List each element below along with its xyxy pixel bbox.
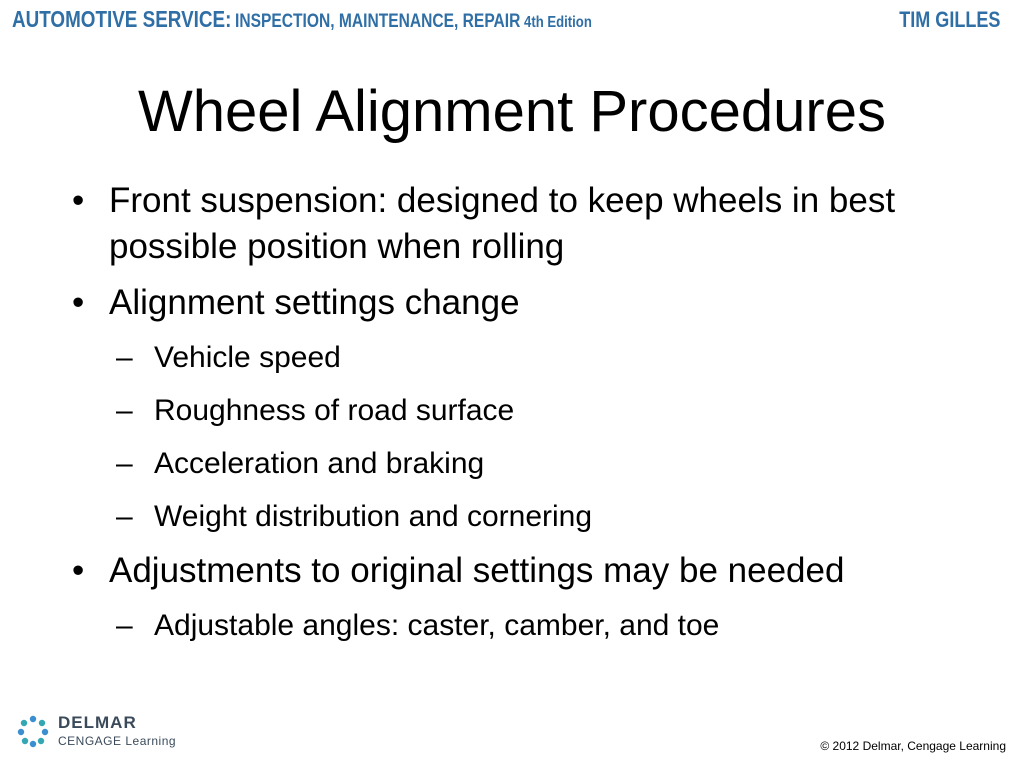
logo-subtitle: CENGAGE Learning bbox=[58, 734, 177, 748]
series-title: AUTOMOTIVE SERVICE: INSPECTION, MAINTENA… bbox=[12, 6, 592, 33]
series-edition: 4th Edition bbox=[524, 14, 592, 31]
copyright-notice: © 2012 Delmar, Cengage Learning bbox=[820, 739, 1006, 753]
sub-bullet-item: – Acceleration and braking bbox=[72, 442, 992, 486]
bullet-item: • Adjustments to original settings may b… bbox=[72, 548, 992, 594]
series-main-title: AUTOMOTIVE SERVICE: bbox=[12, 6, 232, 32]
slide-title: Wheel Alignment Procedures bbox=[138, 79, 886, 144]
bullet-text: Alignment settings change bbox=[109, 283, 520, 322]
sub-bullet-text: Roughness of road surface bbox=[154, 394, 515, 427]
dash-marker: – bbox=[116, 500, 133, 533]
bullet-marker: • bbox=[72, 181, 85, 220]
sub-bullet-text: Acceleration and braking bbox=[154, 447, 485, 480]
sub-bullet-item: – Vehicle speed bbox=[72, 336, 992, 380]
bullet-item: • Alignment settings change bbox=[72, 280, 992, 326]
sub-bullet-text: Weight distribution and cornering bbox=[154, 500, 593, 533]
logo-wordmark: DELMAR bbox=[58, 713, 137, 732]
sub-bullet-text: Adjustable angles: caster, camber, and t… bbox=[154, 609, 720, 642]
header-bar: AUTOMOTIVE SERVICE: INSPECTION, MAINTENA… bbox=[0, 0, 1024, 40]
dash-marker: – bbox=[116, 394, 133, 427]
sub-bullet-item: – Weight distribution and cornering bbox=[72, 495, 992, 539]
sub-bullet-item: – Adjustable angles: caster, camber, and… bbox=[72, 604, 992, 648]
delmar-cengage-logo: DELMAR CENGAGE Learning bbox=[16, 712, 191, 754]
bullet-item: • Front suspension: designed to keep whe… bbox=[72, 178, 992, 270]
series-subtitle: INSPECTION, MAINTENANCE, REPAIR bbox=[235, 11, 521, 32]
bullet-text: Front suspension: designed to keep wheel… bbox=[109, 181, 896, 266]
bullet-marker: • bbox=[72, 551, 85, 590]
sub-bullet-item: – Roughness of road surface bbox=[72, 389, 992, 433]
author-name: TIM GILLES bbox=[898, 7, 1000, 32]
dash-marker: – bbox=[116, 609, 133, 642]
bullet-marker: • bbox=[72, 283, 85, 322]
sub-bullet-text: Vehicle speed bbox=[154, 341, 341, 374]
delmar-logo-icon bbox=[17, 715, 49, 748]
dash-marker: – bbox=[116, 341, 133, 374]
bullet-list: • Front suspension: designed to keep whe… bbox=[72, 178, 992, 657]
bullet-text: Adjustments to original settings may be … bbox=[109, 551, 845, 590]
dash-marker: – bbox=[116, 447, 133, 480]
